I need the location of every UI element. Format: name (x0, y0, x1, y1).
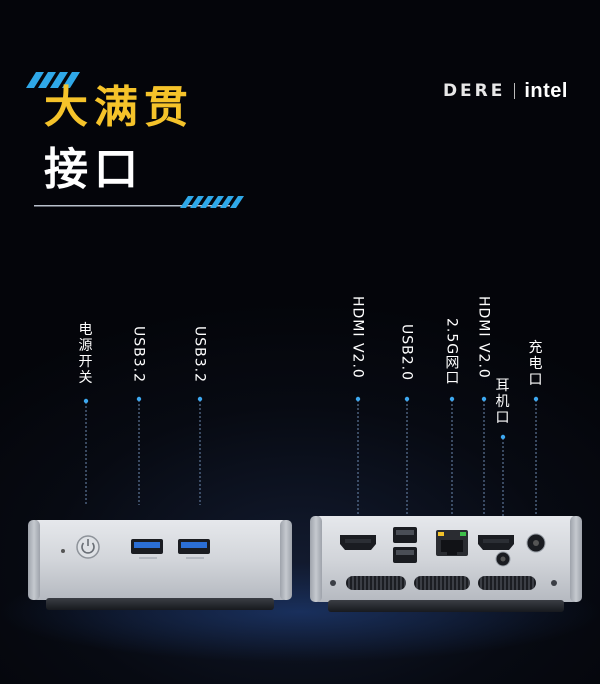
rear-screw-left (330, 580, 336, 586)
rear-vent-1 (346, 576, 406, 590)
stripe-top-left (26, 72, 80, 88)
brand-separator (514, 83, 516, 99)
underline (34, 205, 230, 207)
label-usb-b: USB3.2 (191, 326, 208, 384)
dere-logo: DERE (442, 81, 506, 101)
front-shell (28, 520, 292, 600)
dot-hdmi-2 (481, 396, 487, 402)
rear-device (310, 516, 582, 612)
hdmi-port-icon[interactable] (478, 535, 514, 550)
dot-usb2 (404, 396, 410, 402)
front-base (46, 598, 274, 610)
dot-usb-b (197, 396, 203, 402)
usb-port-icon[interactable] (131, 539, 163, 559)
power-icon[interactable] (76, 535, 100, 559)
label-charge: 充电口 (528, 340, 544, 389)
headline-line-2: 接口 (44, 144, 144, 195)
dot-hdmi-1 (355, 396, 361, 402)
hdmi-port-icon[interactable] (340, 535, 376, 550)
label-usb2: USB2.0 (398, 324, 415, 382)
label-hdmi-2: HDMI V2.0 (475, 296, 492, 379)
usb-port-icon[interactable] (178, 539, 210, 559)
label-power: 电源开关 (78, 322, 94, 387)
dot-audio (500, 434, 506, 440)
rear-base (328, 600, 564, 612)
usb-port-icon[interactable] (393, 527, 417, 543)
rear-vent-3 (478, 576, 536, 590)
dot-power (83, 398, 89, 404)
usb-port-icon[interactable] (393, 547, 417, 563)
intel-logo: intel (524, 79, 568, 102)
front-led (61, 549, 65, 553)
ethernet-port-icon[interactable] (436, 530, 468, 556)
audio-jack-icon[interactable] (495, 551, 511, 567)
rear-vent-2 (414, 576, 470, 590)
label-hdmi-1: HDMI V2.0 (349, 296, 366, 379)
front-device (28, 520, 292, 610)
dc-jack-icon[interactable] (526, 533, 546, 553)
stripe-underline (180, 196, 244, 208)
rear-screw-right (551, 580, 557, 586)
label-lan: 2.5G网口 (443, 318, 460, 386)
dot-usb-a (136, 396, 142, 402)
dot-lan (449, 396, 455, 402)
label-usb-a: USB3.2 (130, 326, 147, 384)
label-audio: 耳机口 (495, 378, 511, 427)
headline-line-1: 大满贯 (44, 82, 194, 133)
dot-charge (533, 396, 539, 402)
brand-logos: DERE intel (443, 80, 568, 102)
